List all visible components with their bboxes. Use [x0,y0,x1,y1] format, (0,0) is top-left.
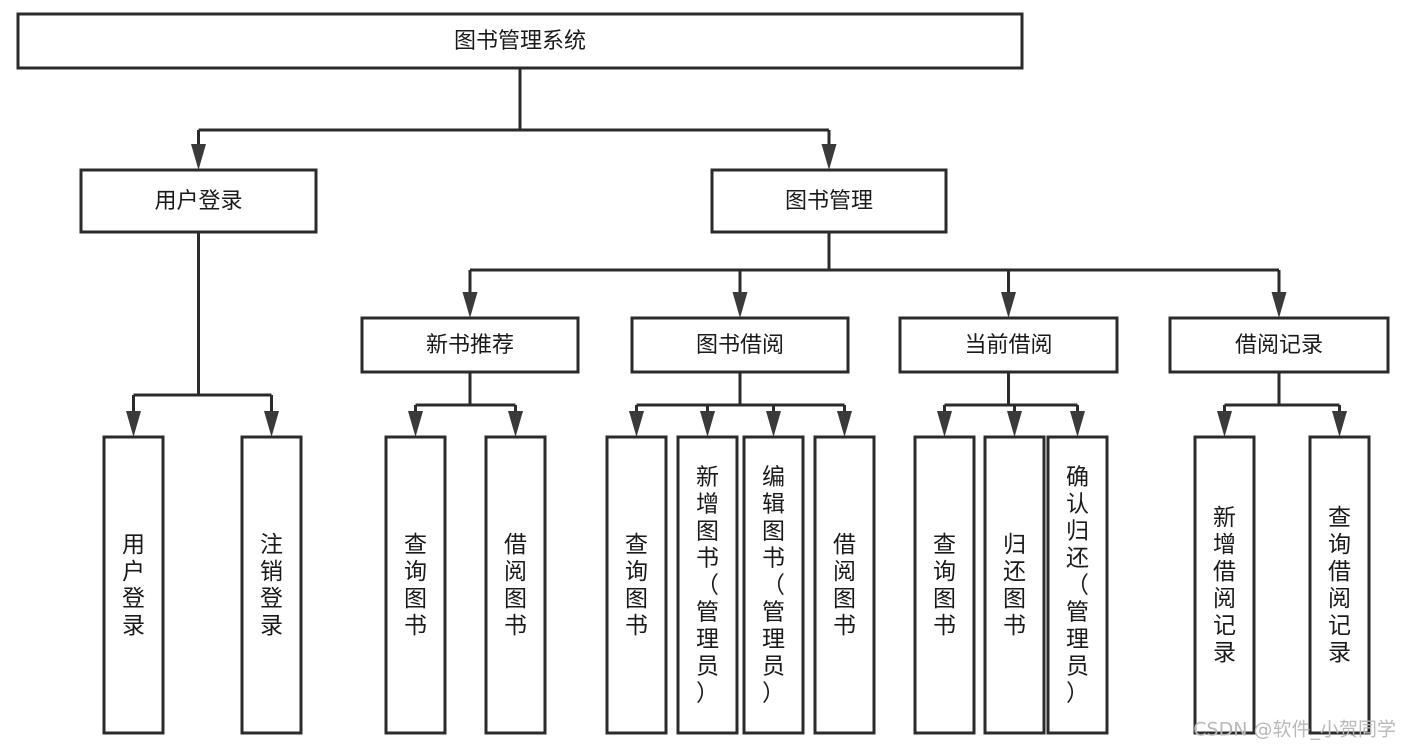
node-label-book-borrow: 图书借阅 [696,333,784,358]
node-label-user-login: 用户登录 [154,189,242,214]
arrow-head-leaf_book_add [700,411,715,437]
node-label-new-book-rec: 新书推荐 [426,333,514,358]
node-current-borrow[interactable]: 当前借阅 [898,316,1119,374]
node-leaf-book-add[interactable]: 新增图书（管理员） [676,435,739,735]
node-book-borrow[interactable]: 图书借阅 [630,316,850,374]
node-leaf-cur-return[interactable]: 归还图书 [983,435,1046,735]
node-box-leaf-rec-query [384,435,447,735]
node-label-root: 图书管理系统 [454,29,586,54]
node-layer: 图书管理系统用户登录图书管理新书推荐图书借阅当前借阅借阅记录用户登录注销登录查询… [16,12,1390,735]
node-box-leaf-cur-return [983,435,1046,735]
node-label-leaf-rec-search: 查询借阅记录 [1328,505,1351,666]
node-box-book-borrow [630,316,850,374]
arrow-head-leaf_borrow_query [629,411,644,437]
node-leaf-borrow-query[interactable]: 查询图书 [605,435,668,735]
node-box-current-borrow [898,316,1119,374]
node-user-login[interactable]: 用户登录 [79,168,318,234]
node-label-leaf-rec-borrow: 借阅图书 [504,532,527,639]
node-label-leaf-cur-confirm: 确认归还（管理员） [1066,465,1089,707]
node-box-leaf-borrow-query [605,435,668,735]
arrow-head-leaf_rec_borrow [508,411,523,437]
node-box-leaf-rec-search [1308,435,1371,735]
node-box-leaf-book-borrow [813,435,876,735]
node-label-current-borrow: 当前借阅 [964,333,1052,358]
arrow-head-leaf_cur_query [937,411,952,437]
node-label-leaf-cur-query: 查询图书 [933,532,956,639]
node-leaf-rec-query[interactable]: 查询图书 [384,435,447,735]
node-leaf-rec-borrow[interactable]: 借阅图书 [484,435,547,735]
arrow-head-leaf_rec_search [1332,411,1347,437]
node-label-leaf-book-add: 新增图书（管理员） [696,465,719,707]
arrow-head-book_manage [821,144,837,170]
arrow-head-borrow_record [1271,292,1287,318]
node-leaf-rec-add[interactable]: 新增借阅记录 [1193,435,1256,735]
arrow-head-leaf_book_borrow [837,411,852,437]
node-box-leaf-book-edit [742,435,805,735]
node-box-leaf-cur-confirm [1046,435,1109,735]
connector-layer [126,68,1347,437]
node-leaf-book-borrow[interactable]: 借阅图书 [813,435,876,735]
node-box-root [16,12,1024,70]
node-leaf-user-login[interactable]: 用户登录 [102,435,165,735]
node-box-new-book-rec [360,316,580,374]
node-leaf-book-edit[interactable]: 编辑图书（管理员） [742,435,805,735]
arrow-head-leaf_user_login [126,411,141,437]
arrow-head-book_borrow [732,292,748,318]
node-label-leaf-book-edit: 编辑图书（管理员） [762,465,785,707]
arrow-head-leaf_rec_add [1217,411,1232,437]
node-box-book-manage [710,168,948,234]
node-root[interactable]: 图书管理系统 [16,12,1024,70]
node-new-book-rec[interactable]: 新书推荐 [360,316,580,374]
node-leaf-cur-confirm[interactable]: 确认归还（管理员） [1046,435,1109,735]
node-box-leaf-rec-borrow [484,435,547,735]
node-label-leaf-user-login: 用户登录 [122,532,145,639]
node-label-leaf-rec-add: 新增借阅记录 [1213,505,1236,666]
arrow-head-leaf_rec_query [408,411,423,437]
node-box-borrow-record [1168,316,1390,374]
node-label-book-manage: 图书管理 [785,189,873,214]
node-label-leaf-rec-query: 查询图书 [404,532,427,639]
node-label-leaf-borrow-query: 查询图书 [625,532,648,639]
node-box-leaf-book-add [676,435,739,735]
node-box-user-login [79,168,318,234]
node-leaf-user-logout[interactable]: 注销登录 [240,435,303,735]
arrow-head-current_borrow [1001,292,1016,318]
node-book-manage[interactable]: 图书管理 [710,168,948,234]
node-borrow-record[interactable]: 借阅记录 [1168,316,1390,374]
node-leaf-cur-query[interactable]: 查询图书 [913,435,976,735]
node-leaf-rec-search[interactable]: 查询借阅记录 [1308,435,1371,735]
arrow-head-leaf_cur_confirm [1070,411,1085,437]
arrow-head-user_login [191,144,206,170]
arrow-head-new_book_rec [462,292,478,318]
node-label-leaf-cur-return: 归还图书 [1003,532,1026,639]
node-label-leaf-book-borrow: 借阅图书 [833,532,856,639]
node-label-borrow-record: 借阅记录 [1235,333,1323,358]
node-box-leaf-user-logout [240,435,303,735]
arrow-head-leaf_book_edit [766,411,781,437]
node-box-leaf-cur-query [913,435,976,735]
csdn-watermark: CSDN @软件_小贺同学 [1193,719,1396,741]
node-box-leaf-user-login [102,435,165,735]
node-label-leaf-user-logout: 注销登录 [260,532,283,639]
arrow-head-leaf_user_logout [264,411,279,437]
node-box-leaf-rec-add [1193,435,1256,735]
arrow-head-leaf_cur_return [1007,411,1022,437]
